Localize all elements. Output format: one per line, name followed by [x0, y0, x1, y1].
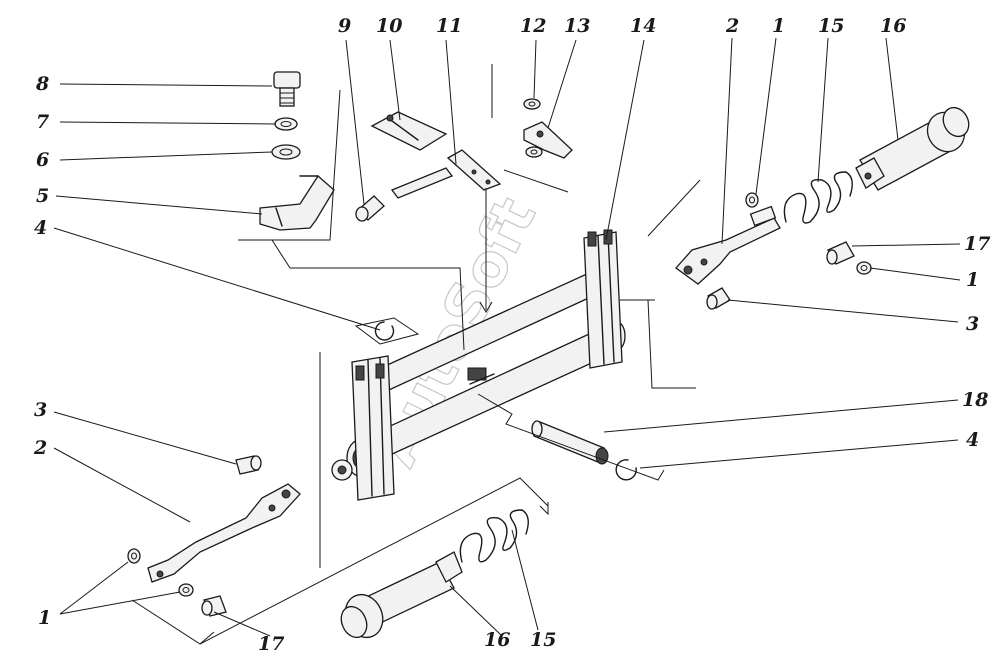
- label-11: 11: [436, 15, 462, 37]
- part-2-link-rod-left: [147, 483, 301, 583]
- part-10-slotted-plate: [370, 111, 448, 151]
- label-9: 9: [338, 15, 351, 37]
- part-15-spring-top: [783, 171, 853, 224]
- part-1-washer-left-a: [127, 548, 141, 564]
- label-13: 13: [564, 15, 590, 37]
- label-16-bottom: 16: [484, 629, 510, 651]
- part-9-sleeve: [355, 195, 385, 222]
- label-17-bottom: 17: [258, 633, 284, 655]
- part-1-washer-top: [745, 192, 759, 208]
- part-7-lock-washer: [274, 117, 298, 131]
- part-13-plate: [523, 121, 573, 159]
- label-3-left: 3: [34, 399, 47, 421]
- part-5-bracket: [259, 175, 335, 231]
- label-1-right: 1: [966, 269, 979, 291]
- label-8: 8: [35, 73, 49, 95]
- part-11-rod: [390, 149, 502, 199]
- label-3-right: 3: [966, 313, 979, 335]
- main-frame-assembly: [319, 179, 701, 568]
- part-3-bushing-right: [706, 287, 731, 310]
- part-1-washer-left-b: [178, 583, 194, 597]
- label-6: 6: [36, 149, 49, 171]
- part-6-washer: [271, 144, 301, 160]
- part-16-cylinder-bottom: [340, 551, 463, 639]
- part-3-bushing-left: [235, 455, 262, 475]
- label-4-left: 4: [34, 217, 47, 239]
- label-18: 18: [962, 389, 988, 411]
- label-2-top: 2: [725, 15, 739, 37]
- leader-lines: [53, 37, 961, 637]
- label-15-bottom: 15: [530, 629, 556, 651]
- part-4-clip-left: [354, 317, 420, 345]
- label-7: 7: [36, 111, 49, 133]
- label-16-top: 16: [880, 15, 906, 37]
- part-17-pin-bottom: [201, 595, 227, 617]
- label-12: 12: [520, 15, 546, 37]
- part-17-pin-right: [826, 241, 855, 265]
- part-4-clip-right: [615, 459, 637, 481]
- label-14: 14: [630, 15, 656, 37]
- part-16-cylinder-top: [855, 106, 970, 191]
- part-1-washer-right: [856, 261, 872, 275]
- part-2-link-rod-top: [675, 205, 781, 285]
- label-1-top: 1: [772, 15, 785, 37]
- label-17-right: 17: [964, 233, 990, 255]
- label-2-left: 2: [33, 437, 47, 459]
- label-10: 10: [376, 15, 402, 37]
- label-1-left: 1: [38, 607, 51, 629]
- label-5: 5: [36, 185, 49, 207]
- label-15-top: 15: [818, 15, 844, 37]
- label-4-right: 4: [966, 429, 979, 451]
- part-8-bolt: [273, 71, 301, 107]
- part-12-washer: [523, 98, 543, 158]
- part-15-spring-bottom: [459, 509, 529, 563]
